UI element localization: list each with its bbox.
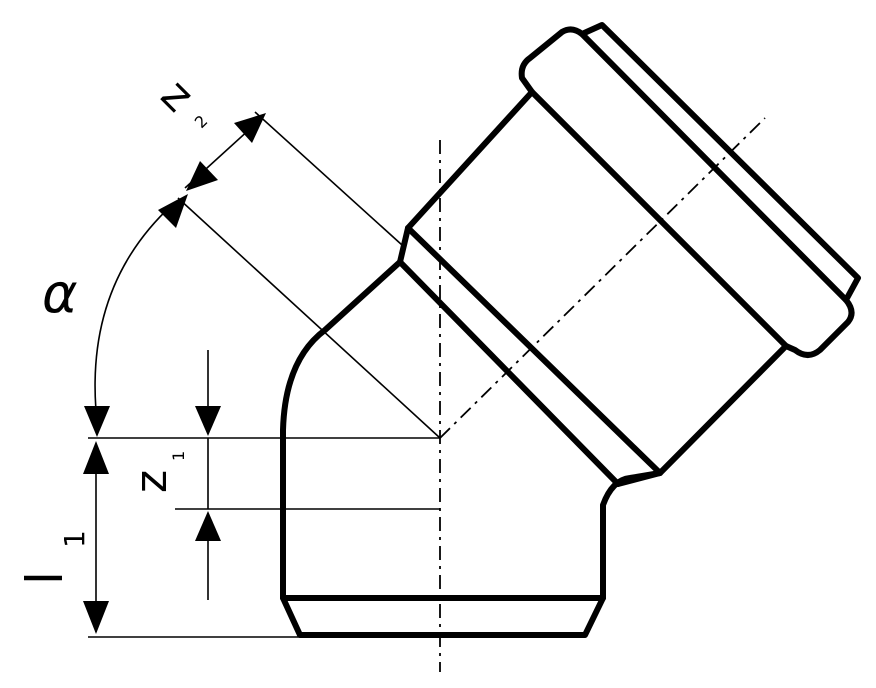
angled-center-line: [439, 117, 766, 439]
extension-line-z2-inner: [177, 197, 441, 439]
socket-end-ring: [579, 22, 861, 303]
socket-chamfer-inner: [405, 225, 663, 476]
socket-chamfer-right: [615, 470, 663, 487]
dimension-lines: [88, 111, 441, 638]
arrow-l1-top: [83, 441, 109, 474]
l1-subscript: 1: [58, 530, 91, 548]
socket-chamfer-outer: [397, 259, 621, 487]
arrow-z2-upper: [234, 113, 266, 143]
lower-pipe: [280, 259, 663, 638]
alpha-label: α: [42, 262, 78, 325]
arrow-z1-upper: [195, 406, 221, 436]
z1-label: z: [126, 470, 177, 493]
z1-subscript: 1: [169, 451, 188, 461]
arrow-z2-lower: [186, 161, 218, 191]
l1-label: l: [16, 571, 74, 585]
lower-pipe-right-wall: [600, 470, 663, 601]
socket-body-right: [657, 343, 789, 476]
arrowheads: [83, 113, 266, 634]
upper-socket: [397, 22, 861, 487]
socket-body-left: [405, 89, 535, 231]
extension-line-z2-outer: [254, 111, 403, 246]
arrow-alpha-bottom: [84, 406, 110, 437]
socket-rim-inner: [529, 89, 789, 349]
arrow-z1-lower: [195, 511, 221, 541]
socket-chamfer-left: [397, 225, 411, 265]
labels: α z 2 z 1 l 1: [16, 69, 211, 585]
lower-pipe-bottom-chamfer: [280, 595, 606, 638]
arrow-l1-bottom: [83, 601, 109, 634]
arrow-alpha-top: [158, 194, 188, 228]
socket-rim: [518, 26, 855, 358]
lower-pipe-outline: [280, 259, 403, 601]
z2-subscript: 2: [191, 111, 212, 132]
dimension-arc-alpha: [94, 204, 173, 431]
